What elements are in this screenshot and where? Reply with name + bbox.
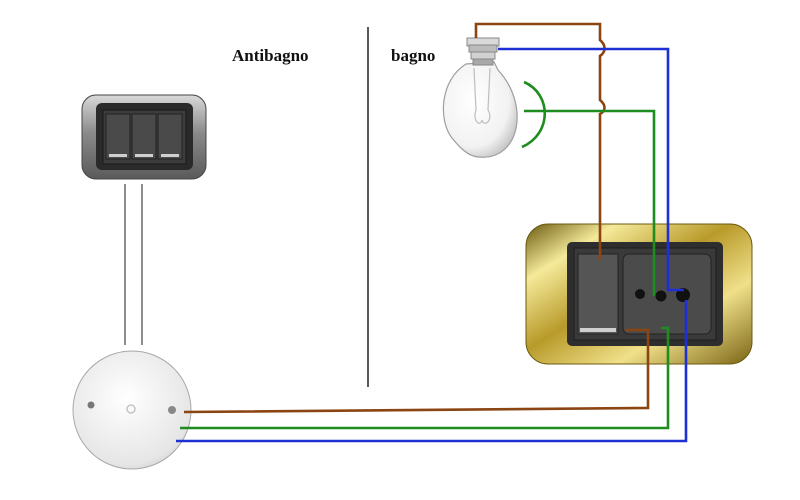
switch-rocker-2 bbox=[131, 113, 157, 160]
three-gang-switch-icon bbox=[81, 94, 207, 180]
earth-arc bbox=[521, 80, 546, 149]
light-bulb-icon bbox=[442, 37, 518, 158]
socket-switch-rocker bbox=[577, 253, 619, 335]
switch-rocker-3 bbox=[157, 113, 183, 160]
room-label-antibagno: Antibagno bbox=[232, 46, 309, 65]
wire-earth-box bbox=[180, 326, 670, 430]
outlet-hole-right bbox=[676, 288, 690, 302]
switch-rocker-1 bbox=[105, 113, 131, 160]
junction-box-icon bbox=[72, 350, 192, 470]
outlet-hole-left bbox=[635, 289, 645, 299]
socket-with-switch-icon bbox=[525, 223, 753, 365]
wire-neutral-bulb bbox=[498, 47, 684, 292]
wire-neutral-box bbox=[176, 300, 688, 443]
wire-phase-box bbox=[183, 328, 650, 414]
wire-earth-bulb bbox=[524, 109, 656, 296]
outlet-hole-center bbox=[655, 290, 667, 302]
room-label-bagno: bagno bbox=[391, 46, 436, 65]
